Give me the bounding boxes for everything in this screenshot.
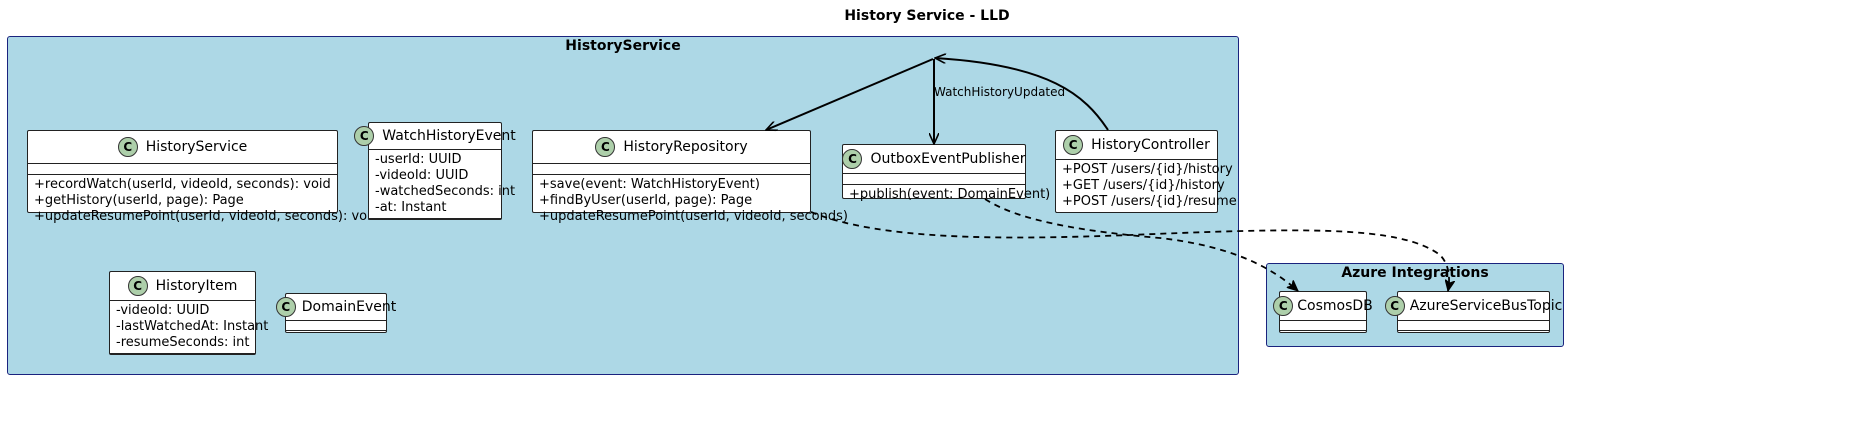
field: -resumeSeconds: int bbox=[116, 335, 250, 350]
class-icon: C bbox=[1063, 135, 1084, 155]
class-name: HistoryService bbox=[145, 139, 248, 155]
class-name: WatchHistoryEvent bbox=[382, 128, 516, 144]
fields-section: -userId: UUID -videoId: UUID -watchedSec… bbox=[369, 150, 516, 219]
class-name: HistoryController bbox=[1091, 137, 1210, 153]
class-icon: C bbox=[595, 137, 616, 157]
class-cosmos-db[interactable]: C CosmosDB bbox=[1273, 291, 1373, 333]
fields-section bbox=[843, 174, 1025, 185]
edge-junction-to-repository bbox=[766, 58, 934, 130]
class-icon: C bbox=[275, 297, 296, 317]
class-domain-event[interactable]: C DomainEvent bbox=[275, 293, 396, 333]
field: -at: Instant bbox=[375, 200, 447, 215]
field: -lastWatchedAt: Instant bbox=[116, 319, 269, 334]
field: -watchedSeconds: int bbox=[375, 184, 516, 199]
class-name: DomainEvent bbox=[301, 299, 397, 315]
class-history-controller[interactable]: C HistoryController +POST /users/{id}/hi… bbox=[1055, 130, 1237, 213]
package-title: HistoryService bbox=[565, 38, 681, 54]
method: +getHistory(userId, page): Page bbox=[34, 193, 244, 208]
class-name: HistoryRepository bbox=[623, 139, 748, 155]
fields-section bbox=[1398, 321, 1549, 331]
edge-outbox-to-cosmos bbox=[984, 198, 1298, 291]
field: -userId: UUID bbox=[375, 152, 462, 167]
method: +publish(event: DomainEvent) bbox=[849, 187, 1051, 202]
method: +findByUser(userId, page): Page bbox=[539, 193, 753, 208]
diagram-title: History Service - LLD bbox=[844, 8, 1010, 24]
class-icon: C bbox=[127, 276, 148, 296]
class-history-item[interactable]: C HistoryItem -videoId: UUID -lastWatche… bbox=[109, 271, 269, 355]
fields-section: -videoId: UUID -lastWatchedAt: Instant -… bbox=[110, 301, 269, 354]
edge-controller-to-junction bbox=[935, 58, 1109, 131]
fields-section bbox=[533, 164, 810, 175]
class-icon: C bbox=[354, 126, 375, 146]
fields-section: +POST /users/{id}/history +GET /users/{i… bbox=[1056, 160, 1237, 213]
class-azure-service-bus-topic[interactable]: C AzureServiceBusTopic bbox=[1384, 291, 1562, 333]
methods-section: +save(event: WatchHistoryEvent) +findByU… bbox=[533, 175, 848, 227]
method: +recordWatch(userId, videoId, seconds): … bbox=[34, 177, 331, 192]
class-name: AzureServiceBusTopic bbox=[1409, 298, 1563, 314]
class-name: HistoryItem bbox=[155, 278, 238, 294]
methods-section: +recordWatch(userId, videoId, seconds): … bbox=[28, 175, 379, 227]
field: -videoId: UUID bbox=[116, 303, 210, 318]
field: +POST /users/{id}/resume bbox=[1062, 194, 1237, 209]
class-icon: C bbox=[1273, 296, 1294, 316]
class-icon: C bbox=[117, 137, 138, 157]
class-icon: C bbox=[842, 149, 863, 169]
class-history-service[interactable]: C HistoryService +recordWatch(userId, vi… bbox=[27, 130, 379, 224]
class-outbox-event-publisher[interactable]: C OutboxEventPublisher +publish(event: D… bbox=[842, 144, 1050, 202]
fields-section bbox=[286, 321, 386, 331]
field: -videoId: UUID bbox=[375, 168, 469, 183]
edge-repository-to-service-bus bbox=[810, 211, 1449, 291]
field: +POST /users/{id}/history bbox=[1062, 162, 1233, 177]
methods-section: +publish(event: DomainEvent) bbox=[843, 185, 1051, 205]
class-watch-history-event[interactable]: C WatchHistoryEvent -userId: UUID -video… bbox=[354, 122, 516, 220]
fields-section bbox=[28, 164, 337, 175]
fields-section bbox=[1280, 321, 1366, 331]
class-name: CosmosDB bbox=[1297, 298, 1373, 314]
method: +updateResumePoint(userId, videoId, seco… bbox=[539, 209, 848, 224]
method: +save(event: WatchHistoryEvent) bbox=[539, 177, 760, 192]
package-title: Azure Integrations bbox=[1341, 265, 1489, 281]
class-name: OutboxEventPublisher bbox=[870, 151, 1026, 167]
edge-label-watch-history-updated: WatchHistoryUpdated bbox=[934, 85, 1065, 99]
method: +updateResumePoint(userId, videoId, seco… bbox=[34, 209, 379, 224]
class-icon: C bbox=[1384, 296, 1405, 316]
field: +GET /users/{id}/history bbox=[1062, 178, 1225, 193]
class-history-repository[interactable]: C HistoryRepository +save(event: WatchHi… bbox=[532, 130, 848, 224]
